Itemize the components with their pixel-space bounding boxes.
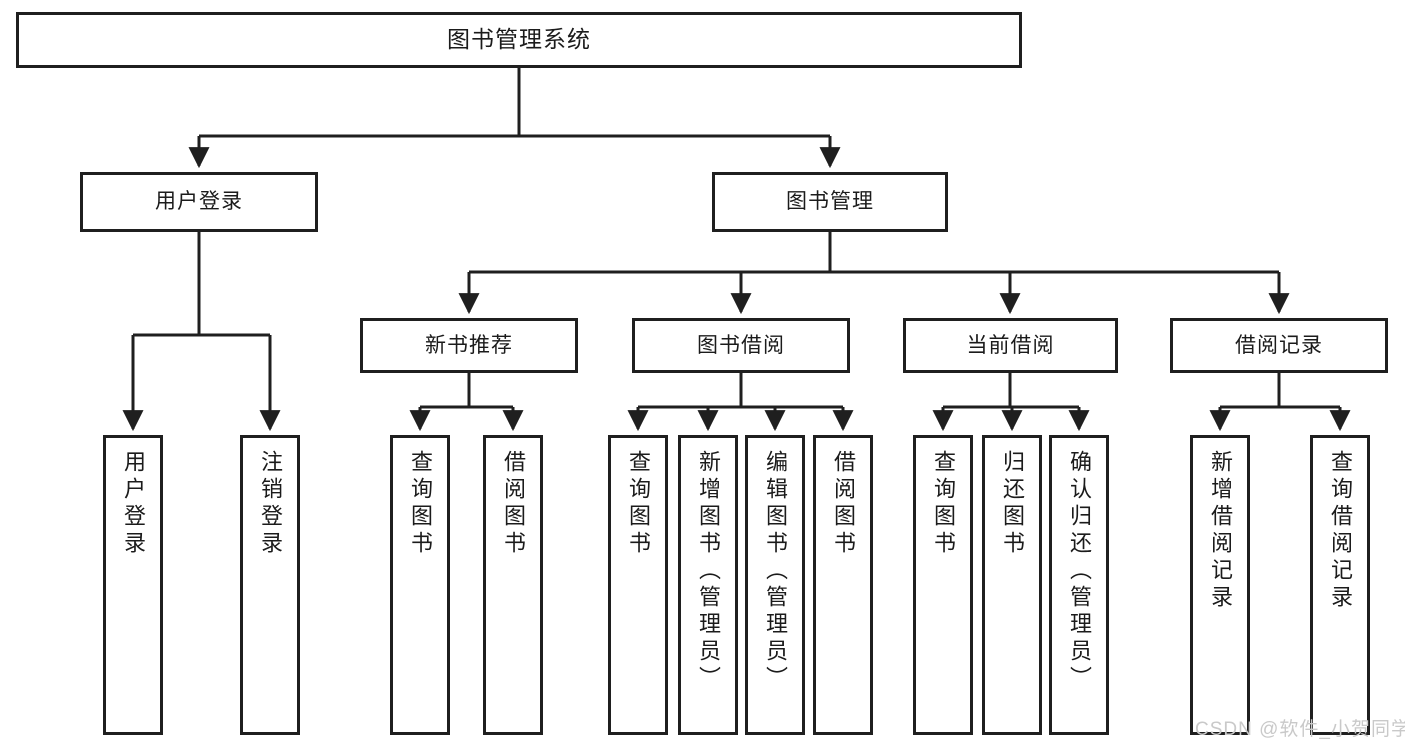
leaf-edit-book-admin[interactable]: 编辑图书（管理员） [745,435,805,735]
leaf-query-book-current[interactable]: 查询图书 [913,435,973,735]
leaf-user-login-label: 用户登录 [121,450,146,558]
node-new-book-recommend[interactable]: 新书推荐 [360,318,578,373]
leaf-borrow-book[interactable]: 借阅图书 [813,435,873,735]
leaf-return-book-label: 归还图书 [1000,450,1025,558]
leaf-query-book-borrow[interactable]: 查询图书 [608,435,668,735]
leaf-query-borrow-record-label: 查询借阅记录 [1328,450,1353,612]
leaf-query-book-recommend[interactable]: 查询图书 [390,435,450,735]
leaf-query-borrow-record[interactable]: 查询借阅记录 [1310,435,1370,735]
leaf-query-book-borrow-label: 查询图书 [626,450,651,558]
node-current-borrow[interactable]: 当前借阅 [903,318,1118,373]
leaf-confirm-return-admin[interactable]: 确认归还（管理员） [1049,435,1109,735]
leaf-user-login[interactable]: 用户登录 [103,435,163,735]
leaf-confirm-return-admin-label: 确认归还（管理员） [1067,450,1092,693]
leaf-borrow-book-recommend-label: 借阅图书 [501,450,526,558]
leaf-query-book-recommend-label: 查询图书 [408,450,433,558]
leaf-borrow-book-recommend[interactable]: 借阅图书 [483,435,543,735]
node-borrow-records[interactable]: 借阅记录 [1170,318,1388,373]
node-book-borrow-label: 图书借阅 [697,333,785,357]
node-user-login-label: 用户登录 [155,190,243,214]
leaf-add-book-admin-label: 新增图书（管理员） [696,450,721,693]
node-root[interactable]: 图书管理系统 [16,12,1022,68]
leaf-logout-label: 注销登录 [258,450,283,558]
node-book-borrow[interactable]: 图书借阅 [632,318,850,373]
node-user-login[interactable]: 用户登录 [80,172,318,232]
node-root-label: 图书管理系统 [447,26,591,53]
node-borrow-records-label: 借阅记录 [1235,333,1323,357]
leaf-add-borrow-record[interactable]: 新增借阅记录 [1190,435,1250,735]
csdn-watermark: CSDN @软件_小贺同学 [1195,719,1405,740]
node-new-book-recommend-label: 新书推荐 [425,333,513,357]
node-book-management-label: 图书管理 [786,190,874,214]
leaf-add-borrow-record-label: 新增借阅记录 [1208,450,1233,612]
leaf-logout[interactable]: 注销登录 [240,435,300,735]
leaf-add-book-admin[interactable]: 新增图书（管理员） [678,435,738,735]
leaf-return-book[interactable]: 归还图书 [982,435,1042,735]
leaf-borrow-book-label: 借阅图书 [831,450,856,558]
leaf-query-book-current-label: 查询图书 [931,450,956,558]
node-current-borrow-label: 当前借阅 [966,333,1055,357]
node-book-management[interactable]: 图书管理 [712,172,948,232]
leaf-edit-book-admin-label: 编辑图书（管理员） [763,450,788,693]
